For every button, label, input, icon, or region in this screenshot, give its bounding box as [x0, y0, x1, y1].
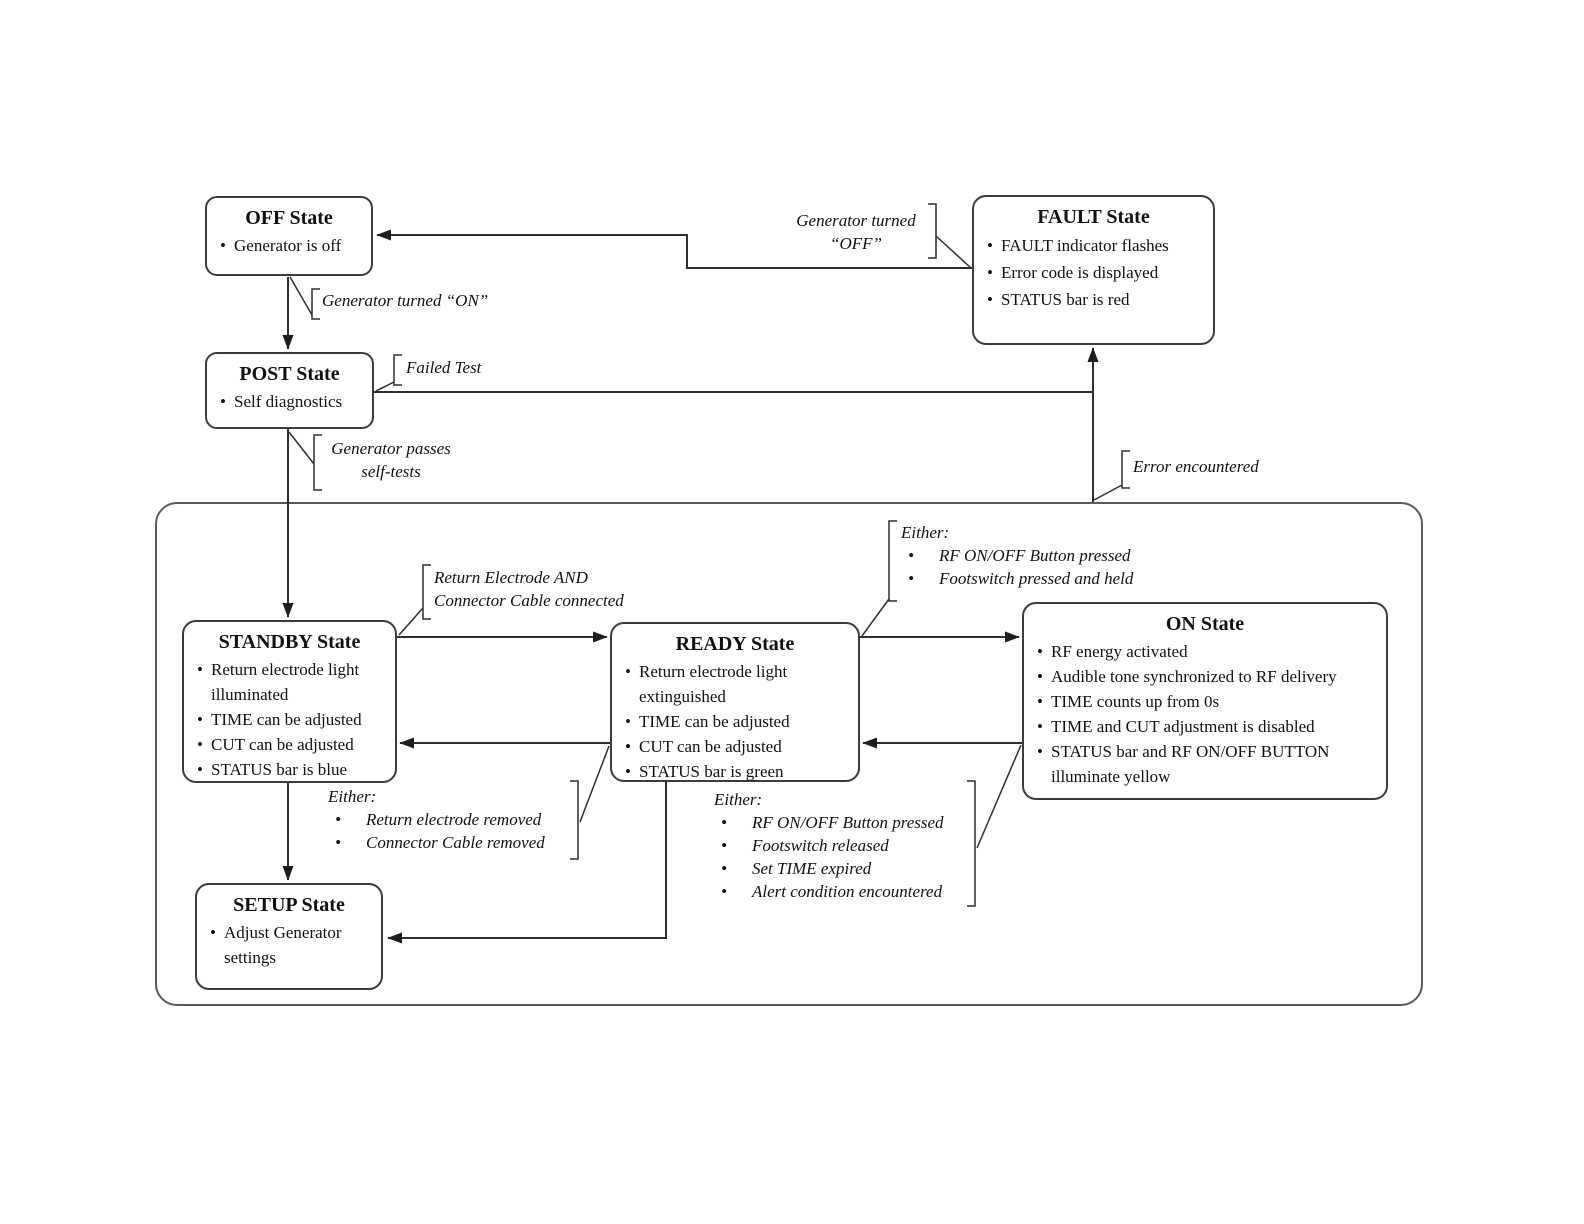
state-bullet: Generator is off — [219, 233, 363, 258]
state-box-off: OFF State Generator is off — [205, 196, 373, 276]
either-heading: Either: — [714, 790, 763, 809]
state-box-fault: FAULT State FAULT indicator flashesError… — [972, 195, 1215, 345]
state-title: FAULT State — [1037, 206, 1150, 228]
state-bullets: Adjust Generator settings — [197, 918, 381, 974]
leader-failed-test — [375, 381, 395, 392]
state-bullet: STATUS bar is blue — [196, 757, 387, 782]
transition-label-connected: Return Electrode AND Connector Cable conn… — [434, 566, 624, 612]
state-bullet: STATUS bar is red — [986, 286, 1205, 313]
state-bullets: FAULT indicator flashesError code is dis… — [974, 230, 1213, 317]
state-bullet: CUT can be adjusted — [196, 732, 387, 757]
bracket-generator-off — [928, 203, 937, 259]
state-bullet: Error code is displayed — [986, 259, 1205, 286]
bracket-generator-on — [311, 288, 320, 320]
label-line: Error encountered — [1133, 457, 1259, 476]
transition-label-failed-test: Failed Test — [406, 356, 481, 379]
label-line: Generator turned — [796, 211, 916, 230]
bracket-error — [1121, 450, 1130, 489]
state-box-on: ON State RF energy activatedAudible tone… — [1022, 602, 1388, 800]
state-bullet: FAULT indicator flashes — [986, 232, 1205, 259]
label-line: self-tests — [361, 462, 421, 481]
transition-label-generator-off: Generator turned “OFF” — [783, 209, 929, 255]
label-line: Connector Cable connected — [434, 591, 624, 610]
state-bullets: Generator is off — [207, 231, 371, 262]
transition-label-generator-on: Generator turned “ON” — [322, 289, 488, 312]
state-box-post: POST State Self diagnostics — [205, 352, 374, 429]
state-title: OFF State — [245, 207, 333, 229]
state-title: STANDBY State — [218, 631, 361, 653]
label-line: Return Electrode AND — [434, 568, 588, 587]
label-line: Generator turned “ON” — [322, 291, 489, 310]
either-bullet: RF ON/OFF Button pressed — [901, 544, 1133, 567]
transition-label-either-ready-to-standby: Either: Return electrode removedConnecto… — [328, 785, 545, 854]
state-bullet: Adjust Generator settings — [209, 920, 373, 970]
state-title: ON State — [1165, 613, 1245, 635]
state-bullet: RF energy activated — [1036, 639, 1378, 664]
either-list: RF ON/OFF Button pressedFootswitch relea… — [714, 811, 944, 903]
label-line: “OFF” — [830, 234, 882, 253]
state-title: READY State — [675, 633, 795, 655]
state-bullet: Return electrode light illuminated — [196, 657, 387, 707]
either-list: Return electrode removedConnector Cable … — [328, 808, 545, 854]
state-bullets: Self diagnostics — [207, 387, 372, 418]
leader-error — [1093, 484, 1123, 501]
state-box-standby: STANDBY State Return electrode light ill… — [182, 620, 397, 783]
state-bullet: Self diagnostics — [219, 389, 364, 414]
state-bullet: TIME counts up from 0s — [1036, 689, 1378, 714]
state-bullet: CUT can be adjusted — [624, 734, 850, 759]
state-bullet: STATUS bar and RF ON/OFF BUTTON illumina… — [1036, 739, 1378, 789]
transition-label-error: Error encountered — [1133, 455, 1259, 478]
either-heading: Either: — [328, 787, 377, 806]
either-bullet: Footswitch pressed and held — [901, 567, 1133, 590]
either-bullet: Set TIME expired — [714, 857, 944, 880]
either-bullet: Footswitch released — [714, 834, 944, 857]
leader-generator-on — [289, 276, 313, 316]
transition-label-either-on-to-ready: Either: RF ON/OFF Button pressedFootswit… — [714, 788, 944, 903]
state-bullet: Audible tone synchronized to RF delivery — [1036, 664, 1378, 689]
either-bullet: RF ON/OFF Button pressed — [714, 811, 944, 834]
either-bullet: Alert condition encountered — [714, 880, 944, 903]
either-bullet: Connector Cable removed — [328, 831, 545, 854]
state-bullets: RF energy activatedAudible tone synchron… — [1024, 637, 1386, 793]
state-bullet: TIME and CUT adjustment is disabled — [1036, 714, 1378, 739]
label-line: Generator passes — [331, 439, 451, 458]
transition-label-either-ready-to-on: Either: RF ON/OFF Button pressedFootswit… — [901, 521, 1133, 590]
state-title: POST State — [239, 363, 340, 385]
state-box-setup: SETUP State Adjust Generator settings — [195, 883, 383, 990]
bracket-failed-test — [393, 354, 402, 386]
operational-states-container — [155, 502, 1423, 1006]
state-bullets: Return electrode light extinguishedTIME … — [612, 657, 858, 788]
leader-generator-off — [935, 235, 972, 269]
transition-label-passes-tests: Generator passes self-tests — [316, 437, 466, 483]
either-heading: Either: — [901, 523, 950, 542]
either-bullet: Return electrode removed — [328, 808, 545, 831]
state-bullet: TIME can be adjusted — [196, 707, 387, 732]
either-list: RF ON/OFF Button pressedFootswitch press… — [901, 544, 1133, 590]
leader-passes-tests — [288, 431, 315, 465]
state-bullet: STATUS bar is green — [624, 759, 850, 784]
label-line: Failed Test — [406, 358, 482, 377]
state-title: SETUP State — [233, 894, 345, 916]
state-box-ready: READY State Return electrode light extin… — [610, 622, 860, 784]
state-bullets: Return electrode light illuminatedTIME c… — [184, 655, 395, 786]
state-bullet: TIME can be adjusted — [624, 709, 850, 734]
state-bullet: Return electrode light extinguished — [624, 659, 850, 709]
